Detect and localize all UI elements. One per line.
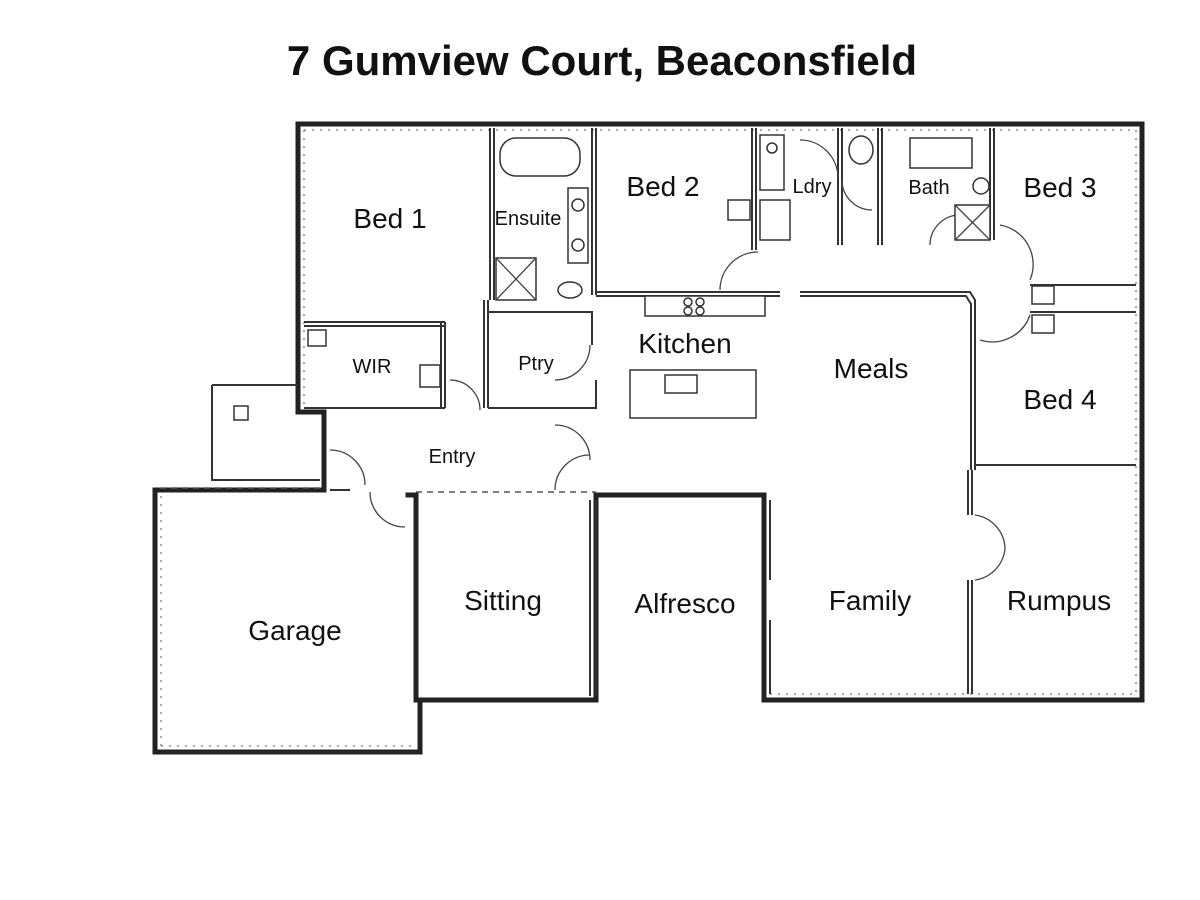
- room-label-garage: Garage: [248, 615, 341, 646]
- wall-hatching: [160, 129, 1137, 747]
- room-label-kitchen: Kitchen: [638, 328, 731, 359]
- room-label-ensuite: Ensuite: [495, 208, 562, 230]
- room-label-ptry: Ptry: [518, 353, 554, 375]
- bathtub-bath: [909, 137, 973, 169]
- hot-water-unit: [233, 405, 249, 421]
- room-label-alfresco: Alfresco: [634, 588, 735, 619]
- bathtub-ensuite: [499, 137, 581, 177]
- room-label-sitting: Sitting: [464, 585, 542, 616]
- fixtures: [233, 134, 1055, 421]
- room-label-bed2: Bed 2: [626, 171, 699, 202]
- room-label-bed4: Bed 4: [1023, 384, 1096, 415]
- room-label-bed3: Bed 3: [1023, 172, 1096, 203]
- room-label-ldry: Ldry: [793, 176, 832, 198]
- room-labels: Bed 1 Ensuite Bed 2 Ldry Bath Bed 3 WIR …: [248, 171, 1111, 646]
- room-label-rumpus: Rumpus: [1007, 585, 1111, 616]
- room-label-bath: Bath: [908, 177, 949, 199]
- room-label-meals: Meals: [834, 353, 909, 384]
- room-label-family: Family: [829, 585, 911, 616]
- room-label-bed1: Bed 1: [353, 203, 426, 234]
- doors: [329, 139, 1034, 581]
- interior-walls: [160, 128, 1136, 696]
- plan-title: 7 Gumview Court, Beaconsfield: [287, 37, 917, 84]
- room-label-entry: Entry: [429, 446, 476, 468]
- cooktop: [644, 295, 766, 317]
- room-label-wir: WIR: [353, 356, 392, 378]
